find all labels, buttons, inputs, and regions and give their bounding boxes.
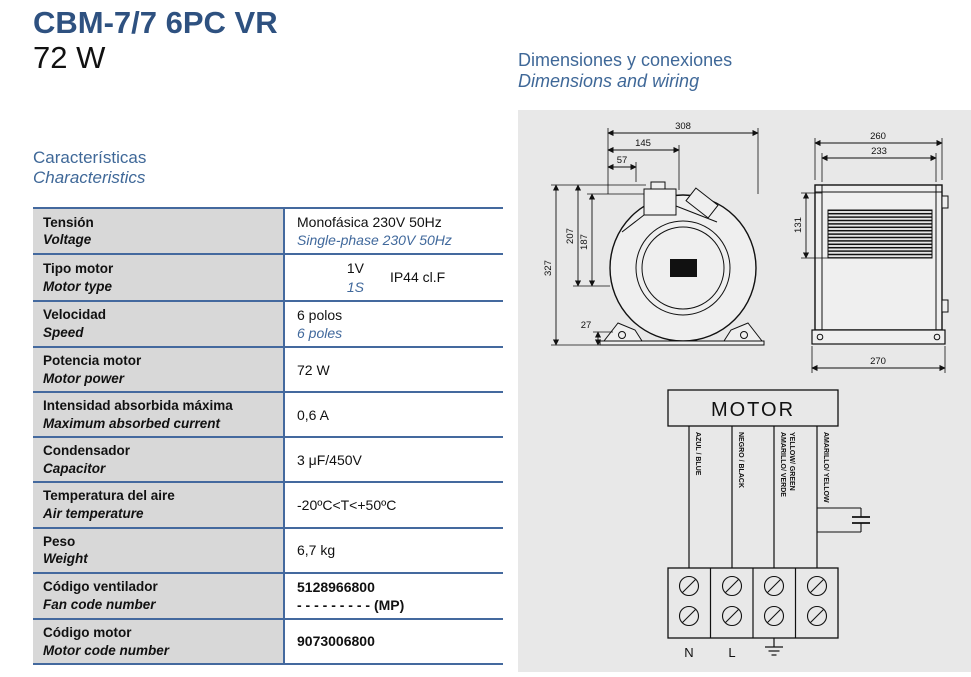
dim-side-total-width: 260 <box>870 131 886 142</box>
row-value: 3 μF/450V <box>297 451 362 468</box>
table-row-motor-code: Código motor Motor code number 907300680… <box>33 619 503 666</box>
dim-front-inner-height: 187 <box>579 234 590 250</box>
side-view-drawing: 260 233 131 270 <box>793 131 949 373</box>
dimensions-and-wiring-panel: 308 145 57 327 207 187 27 <box>518 110 971 672</box>
wire-label-yellow-green-es: AMARILLO/ VERDE <box>779 432 786 497</box>
dim-front-total-height: 327 <box>543 260 554 276</box>
title-block: CBM-7/7 6PC VR 72 W <box>33 5 278 76</box>
row-label-es: Condensador <box>43 443 131 459</box>
motor-box-label: MOTOR <box>711 399 795 421</box>
front-view-drawing: 308 145 57 327 207 187 27 <box>543 121 765 346</box>
hub-plate <box>670 259 697 277</box>
row-label-en: Speed <box>43 324 84 340</box>
table-row-absorbed-current: Intensidad absorbida máxima Maximum abso… <box>33 393 503 439</box>
row-value: 9073006800 <box>297 633 375 650</box>
row-label-en: Capacitor <box>43 460 106 476</box>
page-title: CBM-7/7 6PC VR <box>33 5 278 40</box>
dim-side-inner-width: 233 <box>871 146 887 157</box>
characteristics-section-heading: Características Characteristics <box>33 148 146 188</box>
capacitor-symbol <box>817 507 870 533</box>
table-row-voltage: Tensión Voltage Monofásica 230V 50Hz Sin… <box>33 209 503 256</box>
row-label-en: Voltage <box>43 232 92 248</box>
row-value-extra: IP44 cl.F <box>389 269 446 286</box>
row-label-en: Motor code number <box>43 642 170 658</box>
row-label-en: Maximum absorbed current <box>43 415 221 431</box>
wire-label-blue: AZUL / BLUE <box>694 432 701 476</box>
table-row-air-temperature: Temperatura del aire Air temperature -20… <box>33 483 503 529</box>
dim-side-base-depth: 270 <box>870 356 886 367</box>
dim-front-mid-height: 207 <box>565 228 576 244</box>
characteristics-heading-en: Characteristics <box>33 168 146 187</box>
row-value-en: Single-phase 230V 50Hz <box>297 232 452 249</box>
technical-drawing: 308 145 57 327 207 187 27 <box>543 121 949 660</box>
dim-front-small-width: 57 <box>617 155 628 166</box>
table-row-capacitor: Condensador Capacitor 3 μF/450V <box>33 438 503 484</box>
row-label-es: Tensión <box>43 214 94 230</box>
row-label-es: Potencia motor <box>43 353 142 369</box>
table-row-motor-power: Potencia motor Motor power 72 W <box>33 348 503 394</box>
row-label-es: Intensidad absorbida máxima <box>43 398 233 414</box>
row-value-en: 1S <box>346 278 364 295</box>
row-label-en: Fan code number <box>43 596 156 612</box>
wire-label-yellow: AMARILLO/ YELLOW <box>822 432 829 503</box>
wire-label-black: NEGRO / BLACK <box>737 432 744 488</box>
terminal-label-n: N <box>684 645 693 660</box>
row-label-es: Código motor <box>43 624 132 640</box>
wire-label-yellow-green-en: YELLOW/ GREEN <box>788 432 795 491</box>
row-value: 72 W <box>297 361 330 378</box>
row-value: -20ºC<T<+50ºC <box>297 496 397 513</box>
row-value: Monofásica 230V 50Hz <box>297 214 442 230</box>
dim-side-motor-height: 131 <box>793 217 804 233</box>
row-value-en: 6 poles <box>297 324 343 341</box>
row-label-es: Temperatura del aire <box>43 488 175 504</box>
row-value: 6 polos <box>297 306 343 323</box>
row-label-en: Motor power <box>43 370 124 386</box>
characteristics-table: Tensión Voltage Monofásica 230V 50Hz Sin… <box>33 207 503 666</box>
row-label-es: Tipo motor <box>43 261 114 277</box>
table-row-motor-type: Tipo motor Motor type 1V 1S IP44 cl.F <box>33 255 503 302</box>
table-row-weight: Peso Weight 6,7 kg <box>33 528 503 574</box>
table-row-fan-code: Código ventilador Fan code number 512896… <box>33 573 503 620</box>
row-label-es: Código ventilador <box>43 579 158 595</box>
terminal-label-l: L <box>728 645 735 660</box>
row-label-es: Velocidad <box>43 307 107 323</box>
row-value: 5128966800 <box>297 578 375 595</box>
row-value: 6,7 kg <box>297 541 336 558</box>
characteristics-heading-es: Características <box>33 148 147 167</box>
wiring-diagram: MOTOR AZUL / BLUE NEGRO / BLACK AMARILLO… <box>667 389 870 660</box>
row-label-en: Air temperature <box>43 505 144 521</box>
terminal-screws <box>678 575 828 627</box>
dimensions-section-heading: Dimensiones y conexiones Dimensions and … <box>518 50 732 92</box>
row-label-es: Peso <box>43 533 76 549</box>
row-value: 1V <box>346 260 364 277</box>
row-value: 0,6 A <box>297 406 329 423</box>
row-label-en: Weight <box>43 551 88 567</box>
motor-hatch <box>827 209 933 259</box>
dimensions-heading-es: Dimensiones y conexiones <box>518 50 733 70</box>
ground-icon <box>765 638 783 656</box>
dim-front-total-width: 308 <box>675 121 691 132</box>
table-row-speed: Velocidad Speed 6 polos 6 poles <box>33 301 503 349</box>
dimensions-heading-en: Dimensions and wiring <box>518 71 700 91</box>
dim-front-mid-width: 145 <box>635 138 651 149</box>
row-label-en: Motor type <box>43 278 112 294</box>
power-rating: 72 W <box>33 40 106 76</box>
dim-front-foot: 27 <box>581 320 592 331</box>
row-value-line2: - - - - - - - - - (MP) <box>297 596 405 613</box>
